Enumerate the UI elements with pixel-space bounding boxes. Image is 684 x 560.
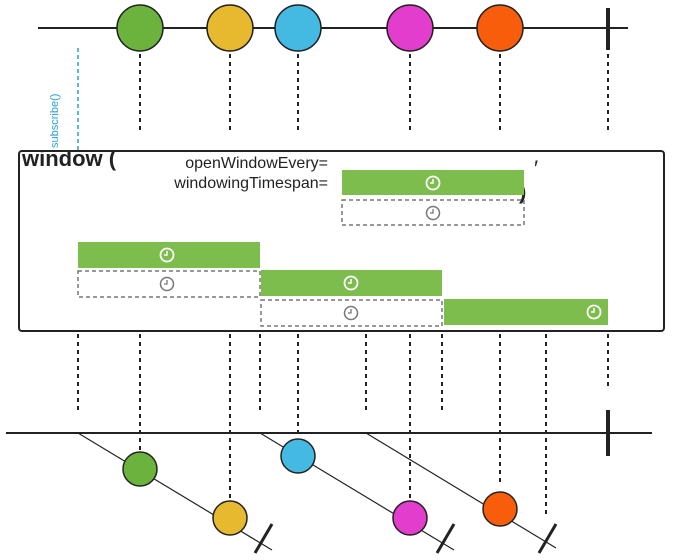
source-timeline	[38, 4, 628, 52]
param-separator: ′	[534, 156, 538, 181]
window-3-observable	[365, 432, 558, 554]
window-3-marble-orange	[482, 491, 518, 527]
window-2-timespan-bar	[260, 299, 443, 327]
output-drop-lines	[77, 334, 609, 518]
param-windowing-timespan: windowingTimespan=	[173, 175, 328, 192]
timer-icon	[425, 205, 441, 221]
output-timeline	[6, 410, 652, 456]
window-1-timeline	[77, 432, 273, 551]
subscribe-marker: subscribe()	[49, 48, 79, 150]
window-1-observable	[77, 432, 274, 554]
operator-box: window ( openWindowEvery= windowingTimes…	[18, 146, 665, 332]
timer-icon	[159, 247, 175, 263]
param-windowing-timespan-bar	[341, 199, 525, 226]
source-marble-green	[116, 4, 164, 52]
window-3-open-bar	[444, 299, 608, 325]
subscribe-label: subscribe()	[49, 94, 61, 148]
window-2-marble-magenta	[392, 500, 428, 536]
timer-icon	[343, 305, 359, 321]
timer-icon	[586, 304, 602, 320]
operator-name: window (	[21, 146, 117, 171]
window-3-completion-mark	[537, 523, 558, 554]
operator-box-frame	[18, 150, 665, 332]
timer-icon	[425, 175, 441, 191]
window-2-completion-mark	[435, 523, 456, 554]
timer-icon	[159, 276, 175, 292]
source-marble-yellow	[206, 4, 254, 52]
source-drop-lines	[139, 54, 609, 130]
window-1-open-bar	[78, 242, 260, 268]
timer-icon	[343, 275, 359, 291]
source-marble-magenta	[386, 4, 434, 52]
window-1-completion-mark	[253, 523, 274, 554]
param-open-window-every: openWindowEvery=	[185, 155, 328, 172]
window-2-marble-blue	[280, 438, 316, 474]
source-marble-blue	[274, 4, 322, 52]
window-1-marble-yellow	[212, 500, 248, 536]
window-2-observable	[259, 432, 456, 554]
window-3-timeline	[365, 432, 557, 549]
window-1-marble-green	[122, 451, 158, 487]
window-1-timespan-bar	[77, 270, 261, 298]
source-marble-orange	[476, 4, 524, 52]
